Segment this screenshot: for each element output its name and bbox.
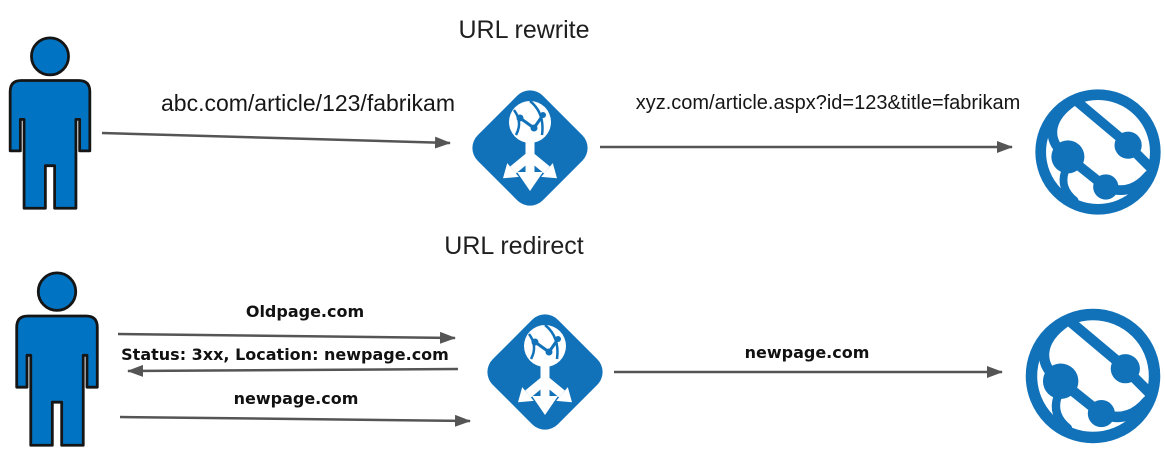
rewrite-request-label: abc.com/article/123/fabrikam [160, 90, 456, 116]
redirect-followup-arrow [119, 414, 471, 427]
redirect-request-label: Oldpage.com [245, 302, 365, 321]
redirect-followup-label: newpage.com [233, 389, 359, 408]
url-redirect-title: URL redirect [444, 232, 584, 260]
application-gateway-icon [479, 306, 611, 438]
web-app-icon [1020, 303, 1165, 449]
rewrite-rewritten-label: xyz.com/article.aspx?id=123&title=fabrik… [635, 92, 1021, 114]
url-rewrite-title: URL rewrite [458, 16, 590, 44]
redirect-request-arrow [117, 331, 456, 344]
user-icon [15, 271, 99, 447]
application-gateway-icon [464, 82, 596, 214]
user-icon [8, 36, 92, 210]
redirect-response-arrow [127, 364, 459, 377]
rewrite-request-arrow [101, 131, 451, 149]
web-app-icon [1030, 84, 1165, 220]
redirect-response-label: Status: 3xx, Location: newpage.com [121, 345, 449, 364]
redirect-forward-label: newpage.com [744, 343, 870, 362]
